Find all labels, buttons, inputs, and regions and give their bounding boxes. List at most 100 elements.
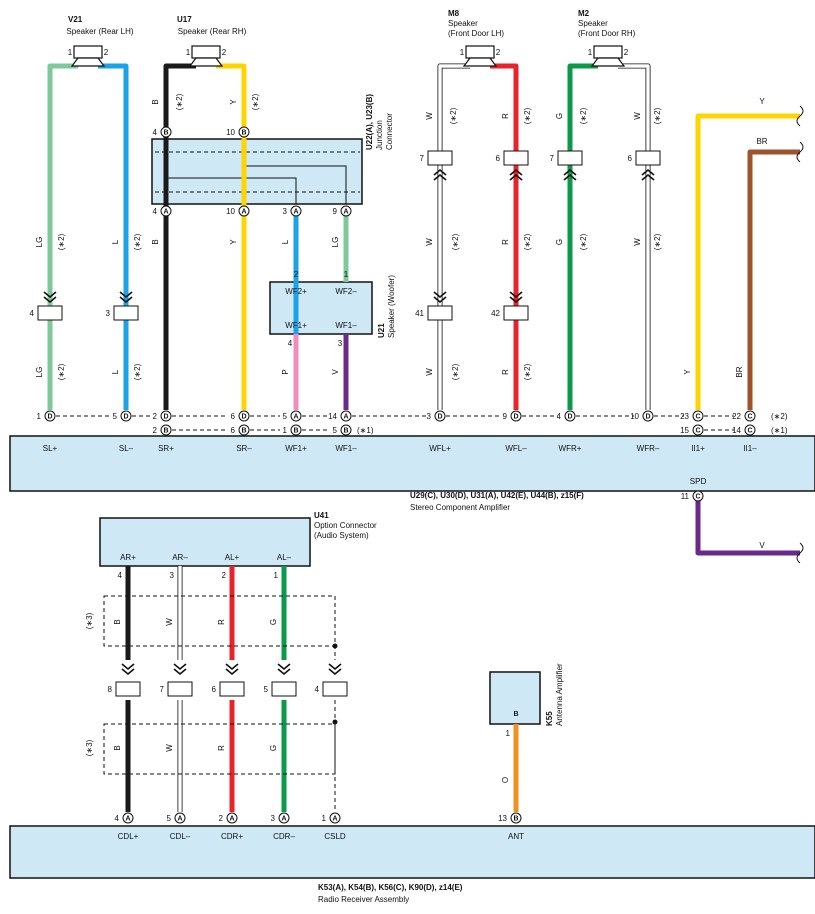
connector-letter: A xyxy=(177,816,182,823)
connector-terminal xyxy=(290,424,302,436)
amp-terminal-label: WFL+ xyxy=(429,444,451,453)
wire-color-label: B xyxy=(113,745,122,750)
connector-terminal xyxy=(434,410,446,422)
wire-r-wfl-minus xyxy=(490,63,519,410)
connector-chevron xyxy=(119,291,133,299)
pin-number: 23 xyxy=(680,412,689,421)
pin-number: 2 xyxy=(219,814,224,823)
connector-chevron xyxy=(119,296,133,304)
junction-connector-box xyxy=(151,138,363,205)
connector-terminal xyxy=(564,410,576,422)
connector-letter: A xyxy=(241,209,246,216)
pin-number: 1 xyxy=(322,814,327,823)
junction-link xyxy=(244,165,347,204)
amp-terminal-label: SR– xyxy=(236,444,252,453)
amp-terminal-label: II1– xyxy=(743,444,757,453)
pin-number: 5 xyxy=(113,412,118,421)
component-name: (Front Door LH) xyxy=(448,29,504,38)
pin-number: 2 xyxy=(496,48,501,57)
connector-terminal xyxy=(744,410,756,422)
wire-color-label: R xyxy=(501,113,510,119)
connector-terminal xyxy=(278,812,290,824)
connector-terminal xyxy=(160,410,172,422)
speaker-magnet xyxy=(465,45,495,59)
connector-letter: B xyxy=(241,428,246,435)
radio-terminal: CDR– xyxy=(273,832,295,841)
amp-terminal-label: II1+ xyxy=(691,444,705,453)
note-mark: (∗1) xyxy=(771,426,788,435)
pin-number: 5 xyxy=(283,412,288,421)
wire-color-label: W xyxy=(633,238,642,246)
radio-receiver-box xyxy=(9,825,815,879)
pin-number: 3 xyxy=(106,309,111,318)
component-code: U22(A), U23(B) xyxy=(365,94,374,150)
component-name: Stereo Component Amplifier xyxy=(410,503,510,512)
component-code: K53(A), K54(B), K56(C), K90(D), z14(E) xyxy=(318,883,463,892)
connector-terminal xyxy=(290,410,302,422)
option-terminal: AR– xyxy=(172,553,188,562)
speaker-cone xyxy=(70,57,106,67)
connector-chevron xyxy=(43,291,57,299)
wire-color-label: Y xyxy=(759,97,765,106)
shield-dot xyxy=(332,719,338,725)
inline-connector xyxy=(115,681,141,697)
component-code: M2 xyxy=(578,9,590,18)
woofer-terminal: WF2+ xyxy=(285,287,307,296)
connector-terminal xyxy=(340,424,352,436)
connector-letter: C xyxy=(695,494,700,501)
connector-terminal xyxy=(160,126,172,138)
wire-color-label: R xyxy=(217,745,226,751)
amp-terminal-label: WFR– xyxy=(637,444,660,453)
pin-number: 3 xyxy=(283,207,288,216)
component-name: Radio Receiver Assembly xyxy=(318,895,409,904)
connector-terminal xyxy=(238,205,250,217)
pin-number: 2 xyxy=(624,48,629,57)
pin-number: 5 xyxy=(167,814,172,823)
note-mark: (∗1) xyxy=(357,426,374,435)
connector-letter: D xyxy=(123,414,128,421)
wire-w-wfl-plus xyxy=(438,64,470,410)
wire-color-label: B xyxy=(151,99,160,104)
shield-enclosure xyxy=(103,595,336,647)
connector-terminal xyxy=(329,812,341,824)
connector-terminal xyxy=(160,205,172,217)
pin-number: 4 xyxy=(288,339,293,348)
pin-number: 5 xyxy=(264,685,269,694)
connector-chevron xyxy=(433,168,447,176)
amp-terminal-label: SPD xyxy=(690,477,707,486)
inline-connector xyxy=(557,150,583,166)
connector-chevron xyxy=(328,663,342,671)
note-mark: (∗2) xyxy=(579,233,588,250)
inline-connector xyxy=(167,681,193,697)
connector-chevron xyxy=(225,663,239,671)
note-mark: (∗2) xyxy=(653,233,662,250)
connector-chevron xyxy=(641,168,655,176)
wire-color-label: V xyxy=(759,541,765,550)
connector-chevron xyxy=(433,291,447,299)
component-name: (Audio System) xyxy=(314,531,369,540)
note-mark: (∗2) xyxy=(57,233,66,250)
speaker-cone xyxy=(590,57,626,67)
connector-letter: B xyxy=(513,711,518,718)
speaker-magnet xyxy=(593,45,623,59)
connector-terminal xyxy=(174,812,186,824)
pin-number: 6 xyxy=(496,154,501,163)
wire-color-label: W xyxy=(425,238,434,246)
connector-letter: D xyxy=(47,414,52,421)
connector-letter: C xyxy=(747,414,752,421)
pin-number: 4 xyxy=(315,685,320,694)
amp-terminal-label: WF1– xyxy=(335,444,357,453)
note-mark: (∗2) xyxy=(523,233,532,250)
connector-terminal xyxy=(340,410,352,422)
wire-color-label: O xyxy=(501,777,510,783)
pin-number: 1 xyxy=(274,571,279,580)
wire-y-ii1-plus xyxy=(695,113,800,410)
pin-number: 5 xyxy=(333,426,338,435)
note-mark: (∗2) xyxy=(451,233,460,250)
pin-number: 1 xyxy=(506,729,511,738)
antenna-amplifier-box xyxy=(489,671,541,725)
connector-letter: D xyxy=(567,414,572,421)
pin-number: 3 xyxy=(427,412,432,421)
connector-terminal xyxy=(238,424,250,436)
pin-number: 1 xyxy=(283,426,288,435)
